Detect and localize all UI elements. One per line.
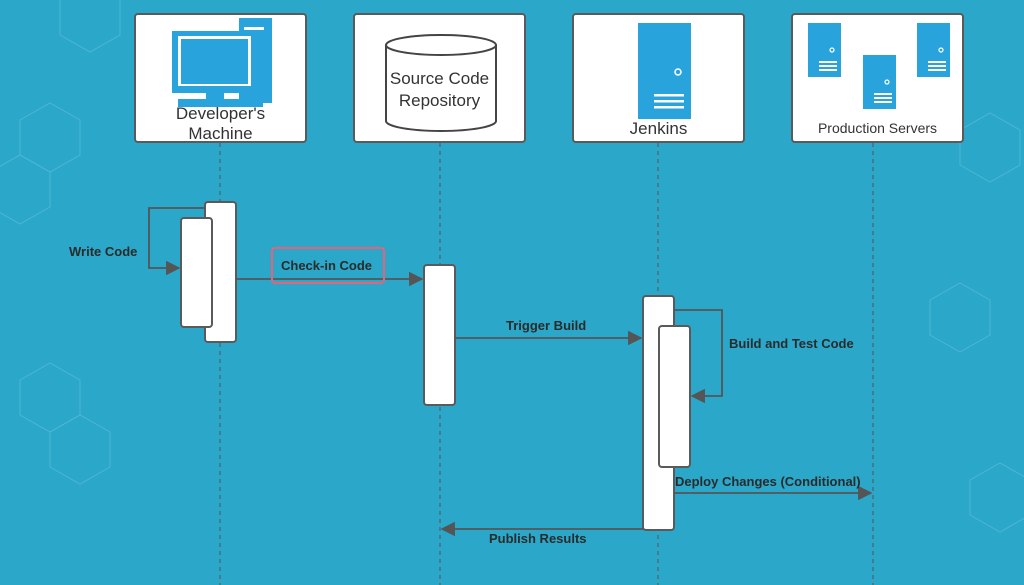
server-icon <box>638 23 691 119</box>
lifelines <box>219 143 874 585</box>
actor-developer-label-line1: Developer's <box>175 104 266 123</box>
check-in-highlight <box>271 247 385 284</box>
actor-production: Production Servers <box>791 13 964 143</box>
message-trigger-build: Trigger Build <box>506 318 587 333</box>
actor-repository-label-line2: Repository <box>398 91 481 110</box>
arrow-write-code <box>148 207 205 276</box>
hex-pattern-decoration <box>0 0 1024 533</box>
actor-developer-label-line2: Machine <box>188 124 253 143</box>
computer-icon <box>172 18 272 107</box>
activation-jenkins-inner <box>658 325 691 468</box>
servers-icon <box>808 23 950 109</box>
database-icon <box>385 34 497 132</box>
actor-repository: Source Code Repository <box>353 13 526 143</box>
actor-jenkins-label: Jenkins <box>629 119 688 138</box>
message-build-test: Build and Test Code <box>729 336 854 351</box>
message-check-in: Check-in Code <box>281 258 373 273</box>
message-write-code: Write Code <box>69 244 138 259</box>
actor-production-label: Production Servers <box>817 120 938 136</box>
actor-jenkins: Jenkins <box>572 13 745 143</box>
activation-developer-inner <box>180 217 213 328</box>
message-publish: Publish Results <box>489 531 587 546</box>
arrow-build-test <box>674 309 723 404</box>
actor-repository-label-line1: Source Code <box>389 69 490 88</box>
activation-repository <box>423 264 456 406</box>
actor-developer: Developer's Machine <box>134 13 307 143</box>
message-deploy: Deploy Changes (Conditional) <box>675 474 861 489</box>
